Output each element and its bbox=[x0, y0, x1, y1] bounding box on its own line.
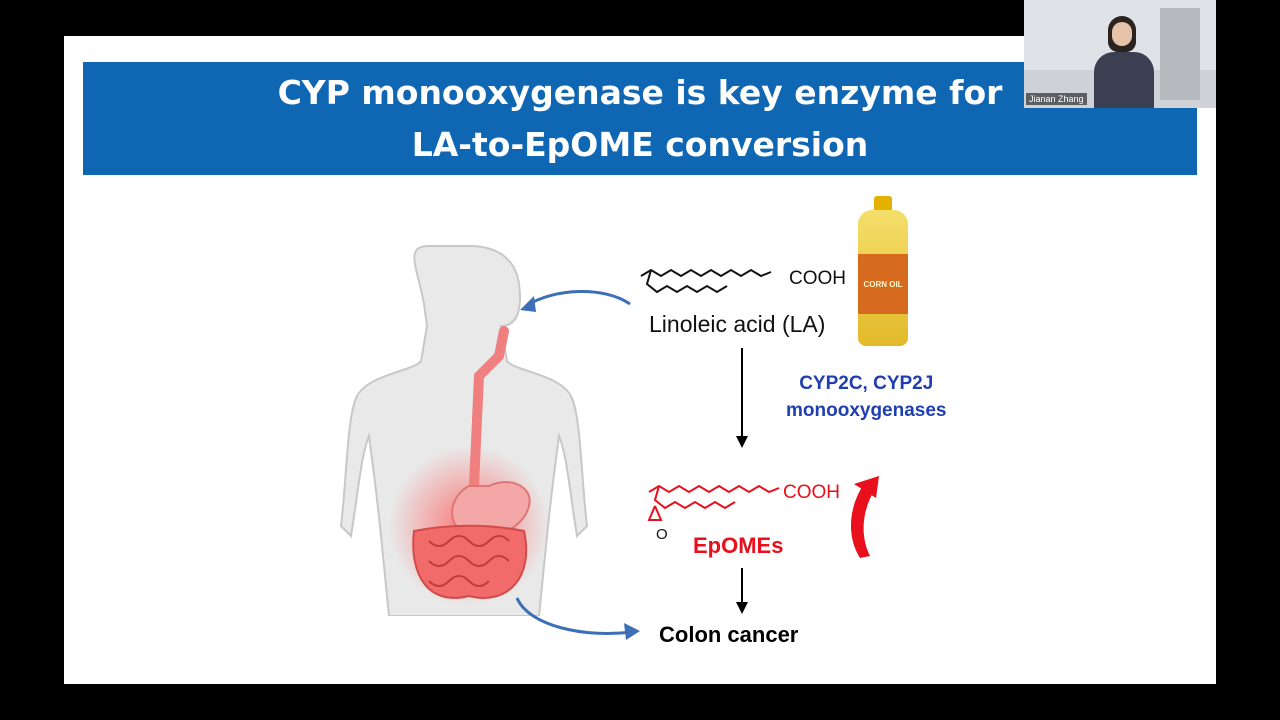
corn-oil-label: CORN OIL bbox=[863, 279, 903, 289]
increase-red-arrow bbox=[850, 484, 874, 558]
slide-title: CYP monooxygenase is key enzyme for LA-t… bbox=[277, 72, 1003, 164]
human-body-illustration bbox=[339, 245, 589, 616]
cooh-group-bottom: COOH bbox=[783, 482, 840, 503]
flow-arrows bbox=[515, 289, 879, 640]
corn-oil-bottle-image: CORN OIL bbox=[852, 196, 914, 348]
epoxide-oxygen: O bbox=[656, 526, 668, 543]
epome-label: EpOMEs bbox=[693, 533, 784, 558]
presentation-slide: CYP monooxygenase is key enzyme for LA-t… bbox=[64, 36, 1216, 684]
arrow-to-colon bbox=[515, 597, 633, 636]
participant-name: Jianan Zhang bbox=[1026, 93, 1087, 105]
cooh-group-top: COOH bbox=[789, 268, 846, 289]
participant-video-tile[interactable]: Jianan Zhang bbox=[1024, 0, 1216, 108]
colon-cancer-label: Colon cancer bbox=[659, 622, 799, 647]
title-banner: CYP monooxygenase is key enzyme for LA-t… bbox=[83, 62, 1197, 175]
linoleic-acid-label: Linoleic acid (LA) bbox=[649, 311, 826, 337]
enzyme-label: CYP2C, CYP2J monooxygenases bbox=[786, 373, 947, 421]
linoleic-acid-structure bbox=[640, 268, 772, 294]
arrow-to-mouth bbox=[525, 289, 631, 308]
epome-structure bbox=[647, 484, 780, 521]
esophagus bbox=[469, 326, 509, 491]
